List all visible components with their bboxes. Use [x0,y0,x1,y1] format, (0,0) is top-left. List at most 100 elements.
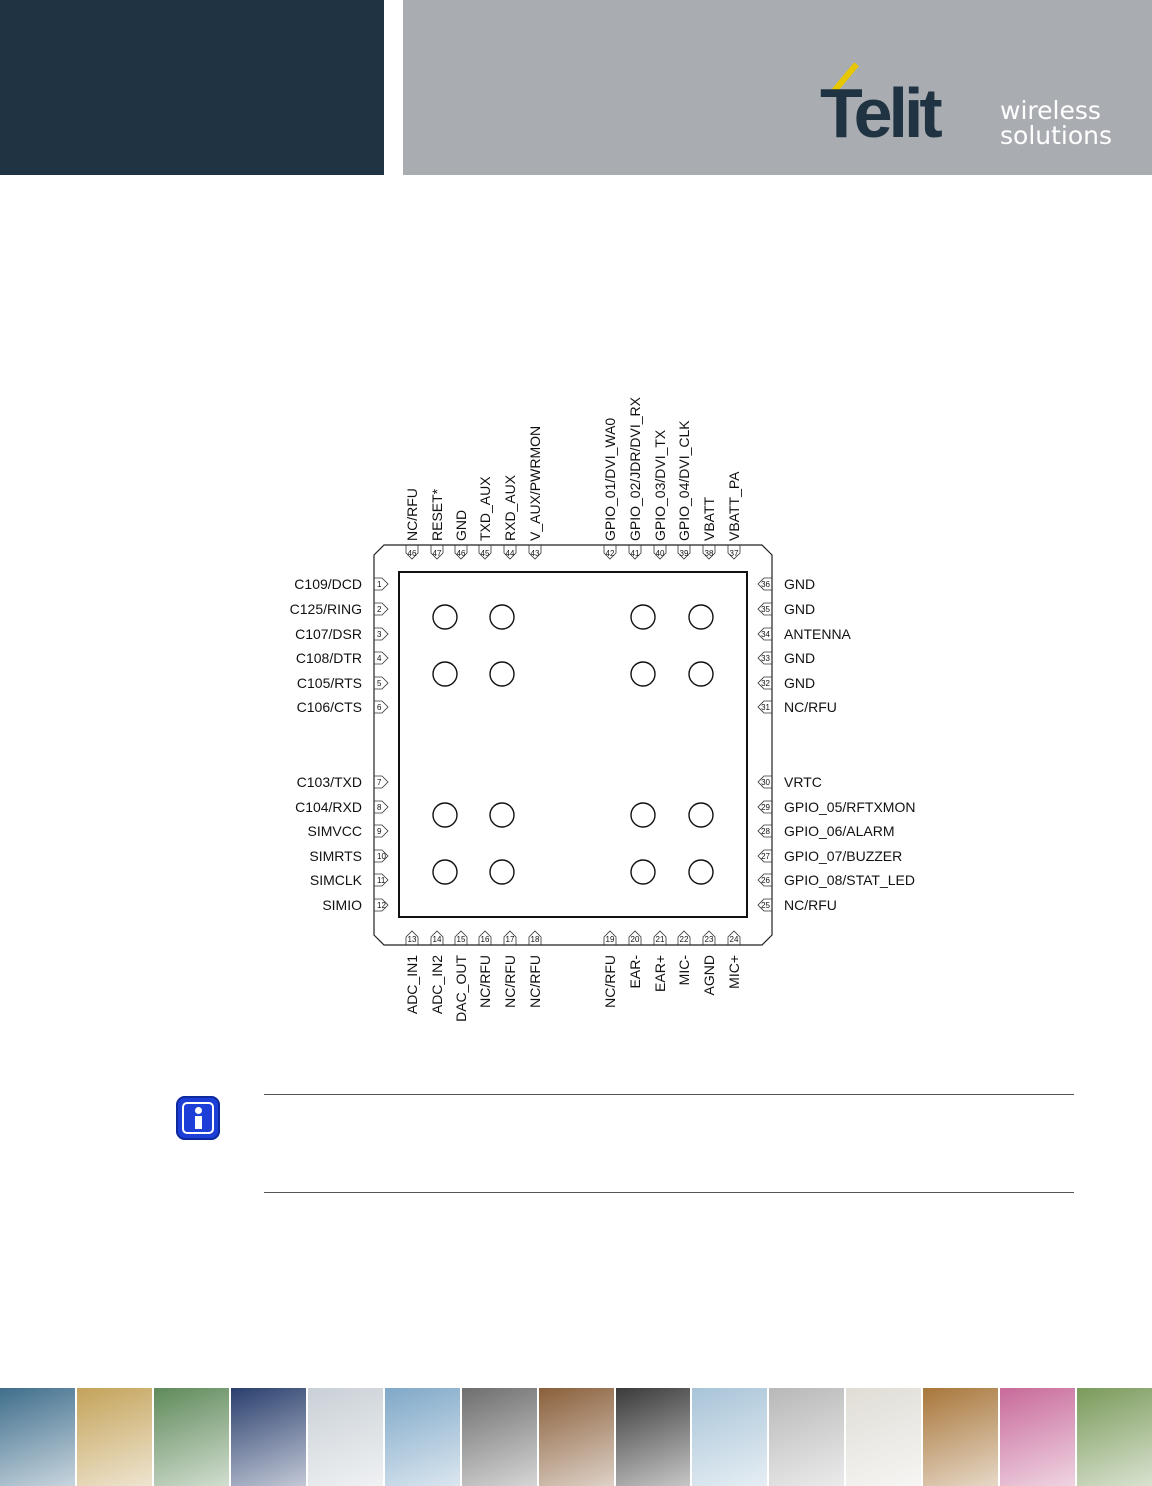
pin-marker [757,676,772,690]
keyboard-photo [307,1388,385,1486]
pin-label: RESET* [429,488,445,541]
pin-label: EAR- [627,955,643,989]
pin-number: 5 [377,679,382,688]
pin-number: 44 [506,549,515,558]
bga-pad [432,859,458,885]
pin-marker [628,930,642,945]
logo-tagline-line-2: solutions [1000,121,1113,150]
pin-number: 11 [377,876,386,885]
pin-number: 46 [408,549,417,558]
pin-marker [757,700,772,714]
bga-pad [630,604,656,630]
parking-meter-photo [76,1388,154,1486]
pin-number: 16 [481,935,490,944]
pin-label: GPIO_07/BUZZER [784,848,902,864]
pin-marker [374,676,389,690]
bga-pad [688,661,714,687]
pin-number: 26 [761,876,770,885]
pin-marker [374,627,389,641]
pin-label: C109/DCD [294,576,362,592]
pin-number: 29 [761,803,770,812]
pin-marker [478,545,492,560]
pin-number: 1 [377,580,382,589]
pin-number: 46 [457,549,466,558]
pin-marker [702,930,716,945]
note-bottom-rule [264,1192,1074,1193]
pin-label: GPIO_05/RFTXMON [784,799,915,815]
info-icon [176,1096,220,1140]
pin-marker [528,930,542,945]
pin-number: 41 [631,549,640,558]
pin-marker [757,898,772,912]
pin-number: 21 [656,935,665,944]
pin-label: C108/DTR [296,650,362,666]
printing-press-photo [1000,1388,1078,1486]
pin-marker [727,930,741,945]
pin-number: 12 [377,901,386,910]
pin-label: EAR+ [652,955,668,992]
pin-label: VBATT_PA [726,471,742,541]
pin-marker [374,800,389,814]
pin-number: 38 [705,549,714,558]
pin-number: 10 [377,852,386,861]
pin-marker [503,930,517,945]
pin-number: 30 [761,778,770,787]
pin-label: ADC_IN2 [429,955,445,1014]
pin-number: 40 [656,549,665,558]
bga-pad [432,661,458,687]
pin-marker [405,930,419,945]
bga-pad [432,604,458,630]
pin-label: SIMIO [322,897,362,913]
pin-number: 15 [457,935,466,944]
pin-number: 6 [377,703,382,712]
pin-marker [727,545,741,560]
pin-marker [478,930,492,945]
pin-marker [757,775,772,789]
pin-label: C103/TXD [297,774,362,790]
digital-clock-photo [230,1388,308,1486]
pin-number: 43 [531,549,540,558]
bga-pad [489,802,515,828]
pin-label: VRTC [784,774,822,790]
pin-number: 9 [377,827,382,836]
header-grey-panel [403,0,1152,175]
pin-marker [757,800,772,814]
pin-number: 19 [606,935,615,944]
pin-number: 31 [761,703,770,712]
pin-number: 4 [377,654,382,663]
bga-pad [630,661,656,687]
pin-marker [757,627,772,641]
pin-number: 14 [433,935,442,944]
bga-pad [489,859,515,885]
pin-marker [757,651,772,665]
pin-label: TXD_AUX [477,476,493,541]
bga-pads [432,604,714,885]
pin-label: NC/RFU [784,897,837,913]
pin-marker [374,700,389,714]
pin-number: 3 [377,630,382,639]
pin-number: 35 [761,605,770,614]
pin-marker [757,849,772,863]
pin-label: C106/CTS [297,699,362,715]
pin-number: 39 [680,549,689,558]
pin-label: GPIO_06/ALARM [784,823,895,839]
telit-logo: Telit wireless solutions [820,60,1120,155]
module-inner-body [398,571,748,918]
pin-label: ANTENNA [784,626,852,642]
pin-number: 7 [377,778,382,787]
pin-label: C105/RTS [297,675,362,691]
pin-number: 17 [506,935,515,944]
pin-marker [454,930,468,945]
pin-marker [757,824,772,838]
pin-marker [757,577,772,591]
pin-marker [653,930,667,945]
bga-pad [489,661,515,687]
pin-label: NC/RFU [527,955,543,1008]
pin-group: 1C109/DCD2C125/RING3C107/DSR4C108/DTR5C1… [290,396,916,1022]
vending-machine-photo [538,1388,616,1486]
highway-photo [0,1388,77,1486]
pin-label: C125/RING [290,601,362,617]
electricity-meter-photo [769,1388,847,1486]
pin-marker [374,577,389,591]
